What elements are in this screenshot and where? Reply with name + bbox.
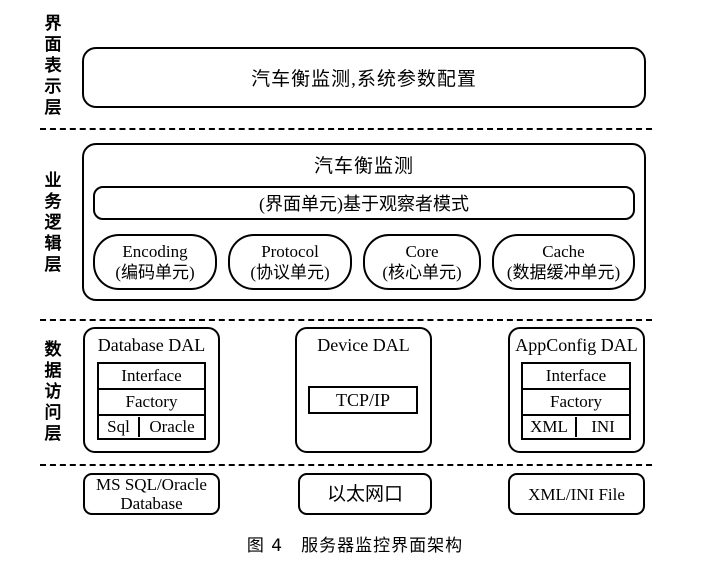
- database-provider-sql[interactable]: Sql: [99, 417, 140, 437]
- database-dal-row-factory[interactable]: Factory: [99, 390, 204, 416]
- provider-label: Sql: [107, 417, 130, 436]
- unit-name-en: Cache: [542, 242, 585, 261]
- unit-box-core[interactable]: Core (核心单元): [363, 234, 481, 290]
- appconfig-dal-row-factory[interactable]: Factory: [523, 390, 629, 416]
- presentation-layer-label: 汽车衡监测,系统参数配置: [251, 69, 477, 90]
- provider-label: XML: [530, 417, 568, 436]
- row-label: Factory: [125, 392, 178, 411]
- provider-label: Oracle: [149, 417, 195, 436]
- resource-line-2: Database: [120, 494, 183, 513]
- appconfig-provider-xml[interactable]: XML: [523, 417, 577, 437]
- unit-name-en: Protocol: [261, 242, 319, 261]
- layer-divider-3: [40, 464, 652, 466]
- figure-title: 服务器监控界面架构: [301, 536, 464, 556]
- layer-label-data-access: 数据访问层: [36, 330, 70, 454]
- resource-line-1: MS SQL/Oracle: [96, 475, 207, 494]
- resource-box-config-file[interactable]: XML/INI File: [508, 473, 645, 515]
- unit-box-protocol[interactable]: Protocol (协议单元): [228, 234, 352, 290]
- layer-divider-1: [40, 128, 652, 130]
- appconfig-provider-ini[interactable]: INI: [577, 417, 629, 437]
- figure-caption: 图 4 服务器监控界面架构: [0, 531, 710, 556]
- unit-name-en: Encoding: [122, 242, 188, 261]
- layer-divider-2: [40, 319, 652, 321]
- unit-name-cn: (核心单元): [382, 263, 462, 282]
- protocol-label: TCP/IP: [335, 389, 391, 410]
- unit-name-en: Core: [405, 242, 439, 261]
- resource-box-ethernet[interactable]: 以太网口: [298, 473, 432, 515]
- appconfig-dal-table: Interface Factory XML INI: [521, 362, 631, 440]
- resource-line-1: XML/INI File: [528, 484, 625, 504]
- row-label: Interface: [545, 366, 607, 385]
- device-dal-title: Device DAL: [317, 335, 410, 355]
- provider-label: INI: [591, 417, 615, 436]
- database-dal-row-providers: Sql Oracle: [99, 416, 204, 438]
- presentation-layer-box[interactable]: 汽车衡监测,系统参数配置: [82, 47, 646, 108]
- row-label: Factory: [550, 392, 602, 411]
- unit-name-cn: (编码单元): [115, 263, 195, 282]
- database-dal-table: Interface Factory Sql Oracle: [97, 362, 206, 440]
- business-logic-title: 汽车衡监测: [313, 156, 414, 177]
- appconfig-dal-row-providers: XML INI: [523, 416, 629, 438]
- layer-label-text: 业务逻辑层: [44, 170, 62, 275]
- observer-pattern-label: (界面单元)基于观察者模式: [259, 194, 469, 214]
- unit-box-cache[interactable]: Cache (数据缓冲单元): [492, 234, 635, 290]
- unit-box-encoding[interactable]: Encoding (编码单元): [93, 234, 217, 290]
- resource-line-1: 以太网口: [326, 483, 403, 505]
- appconfig-dal-title: AppConfig DAL: [515, 335, 638, 355]
- unit-name-cn: (协议单元): [250, 263, 330, 282]
- device-dal-protocol-box[interactable]: TCP/IP: [308, 386, 418, 414]
- database-provider-oracle[interactable]: Oracle: [140, 417, 204, 437]
- layer-label-presentation: 界面表示层: [36, 14, 70, 118]
- layer-label-text: 界面表示层: [44, 13, 62, 118]
- database-dal-row-interface[interactable]: Interface: [99, 364, 204, 390]
- layer-label-business-logic: 业务逻辑层: [36, 145, 70, 301]
- observer-pattern-box[interactable]: (界面单元)基于观察者模式: [93, 186, 635, 220]
- layer-label-text: 数据访问层: [44, 339, 62, 444]
- row-label: Interface: [121, 366, 182, 385]
- unit-name-cn: (数据缓冲单元): [506, 263, 621, 282]
- figure-number: 图 4: [246, 536, 284, 556]
- appconfig-dal-row-interface[interactable]: Interface: [523, 364, 629, 390]
- database-dal-title: Database DAL: [97, 335, 206, 355]
- resource-box-database[interactable]: MS SQL/Oracle Database: [83, 473, 220, 515]
